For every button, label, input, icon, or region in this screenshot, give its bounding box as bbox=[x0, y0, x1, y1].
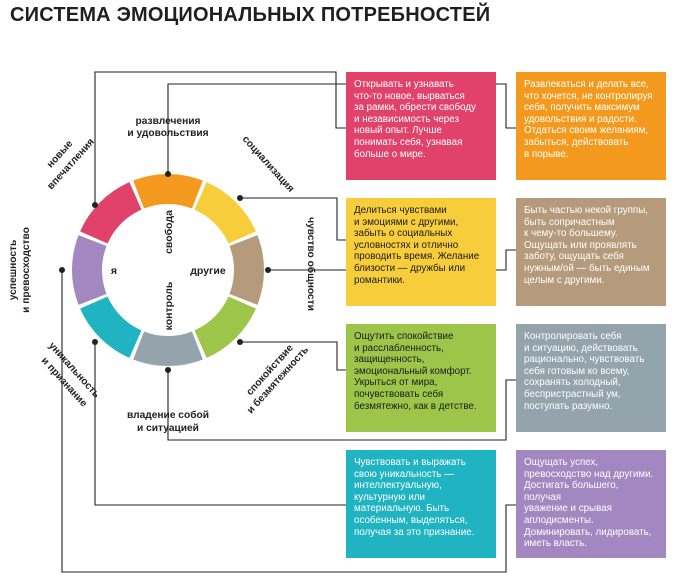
inner-label-drugie: другие bbox=[190, 265, 226, 277]
segment-socialization bbox=[194, 182, 256, 244]
dot-new-impressions bbox=[92, 202, 98, 208]
dot-calm bbox=[237, 339, 243, 345]
segment-label-entertainment-2: и удовольствия bbox=[127, 128, 208, 139]
dot-belonging bbox=[265, 267, 271, 273]
connector-socialization bbox=[240, 197, 346, 241]
connector-new-impressions bbox=[94, 71, 346, 205]
dot-self-control bbox=[165, 367, 171, 373]
segment-belonging bbox=[229, 235, 264, 305]
page-title: СИСТЕМА ЭМОЦИОНАЛЬНЫХ ПОТРЕБНОСТЕЙ bbox=[10, 4, 491, 26]
connector-entertainment bbox=[167, 83, 516, 174]
connector-uniqueness bbox=[94, 342, 346, 506]
connector-success bbox=[61, 270, 516, 573]
box-socialization: Делиться чувствами и эмоциями с другими,… bbox=[346, 198, 496, 306]
box-self-control: Контролировать себя и ситуацию, действов… bbox=[516, 324, 666, 432]
inner-label-kontrol: контроль bbox=[163, 281, 175, 330]
box-success: Ощущать успех, превосходство над другими… bbox=[516, 450, 666, 558]
segment-new-impressions bbox=[80, 182, 142, 244]
box-uniqueness: Чувствовать и выражать свою уникальность… bbox=[346, 450, 496, 558]
segment-uniqueness bbox=[80, 296, 142, 358]
box-calm: Ощутить спокойствие и расслабленность, з… bbox=[346, 324, 496, 432]
inner-label-ya: я bbox=[111, 265, 117, 277]
dot-socialization bbox=[237, 195, 243, 201]
box-entertainment: Развлекаться и делать все, что хочется, … bbox=[516, 72, 666, 180]
inner-label-svoboda: свобода bbox=[163, 210, 175, 254]
box-new-impressions: Открывать и узнавать что-то новое, вырва… bbox=[346, 72, 496, 180]
segment-label-success-2: и превосходство bbox=[21, 227, 32, 313]
segment-label-belonging: чувство общности bbox=[305, 217, 317, 311]
segment-label-self-control-1: владение собой bbox=[127, 409, 209, 421]
dot-uniqueness bbox=[92, 339, 98, 345]
connector-self-control bbox=[167, 370, 516, 441]
segment-calm bbox=[194, 296, 256, 358]
dot-entertainment bbox=[165, 171, 171, 177]
segment-success bbox=[71, 235, 107, 305]
segment-label-entertainment: развлечения bbox=[136, 116, 201, 127]
segment-self-control bbox=[133, 331, 203, 367]
segment-label-socialization: социализация bbox=[240, 134, 296, 195]
segment-label-self-control-2: и ситуацией bbox=[137, 423, 199, 434]
segment-label-success-1: успешность bbox=[8, 240, 19, 301]
connector-calm bbox=[240, 341, 346, 371]
segment-entertainment bbox=[133, 174, 203, 209]
dot-success bbox=[59, 267, 65, 273]
box-belonging: Быть частью некой группы, быть сопричаст… bbox=[516, 198, 666, 306]
